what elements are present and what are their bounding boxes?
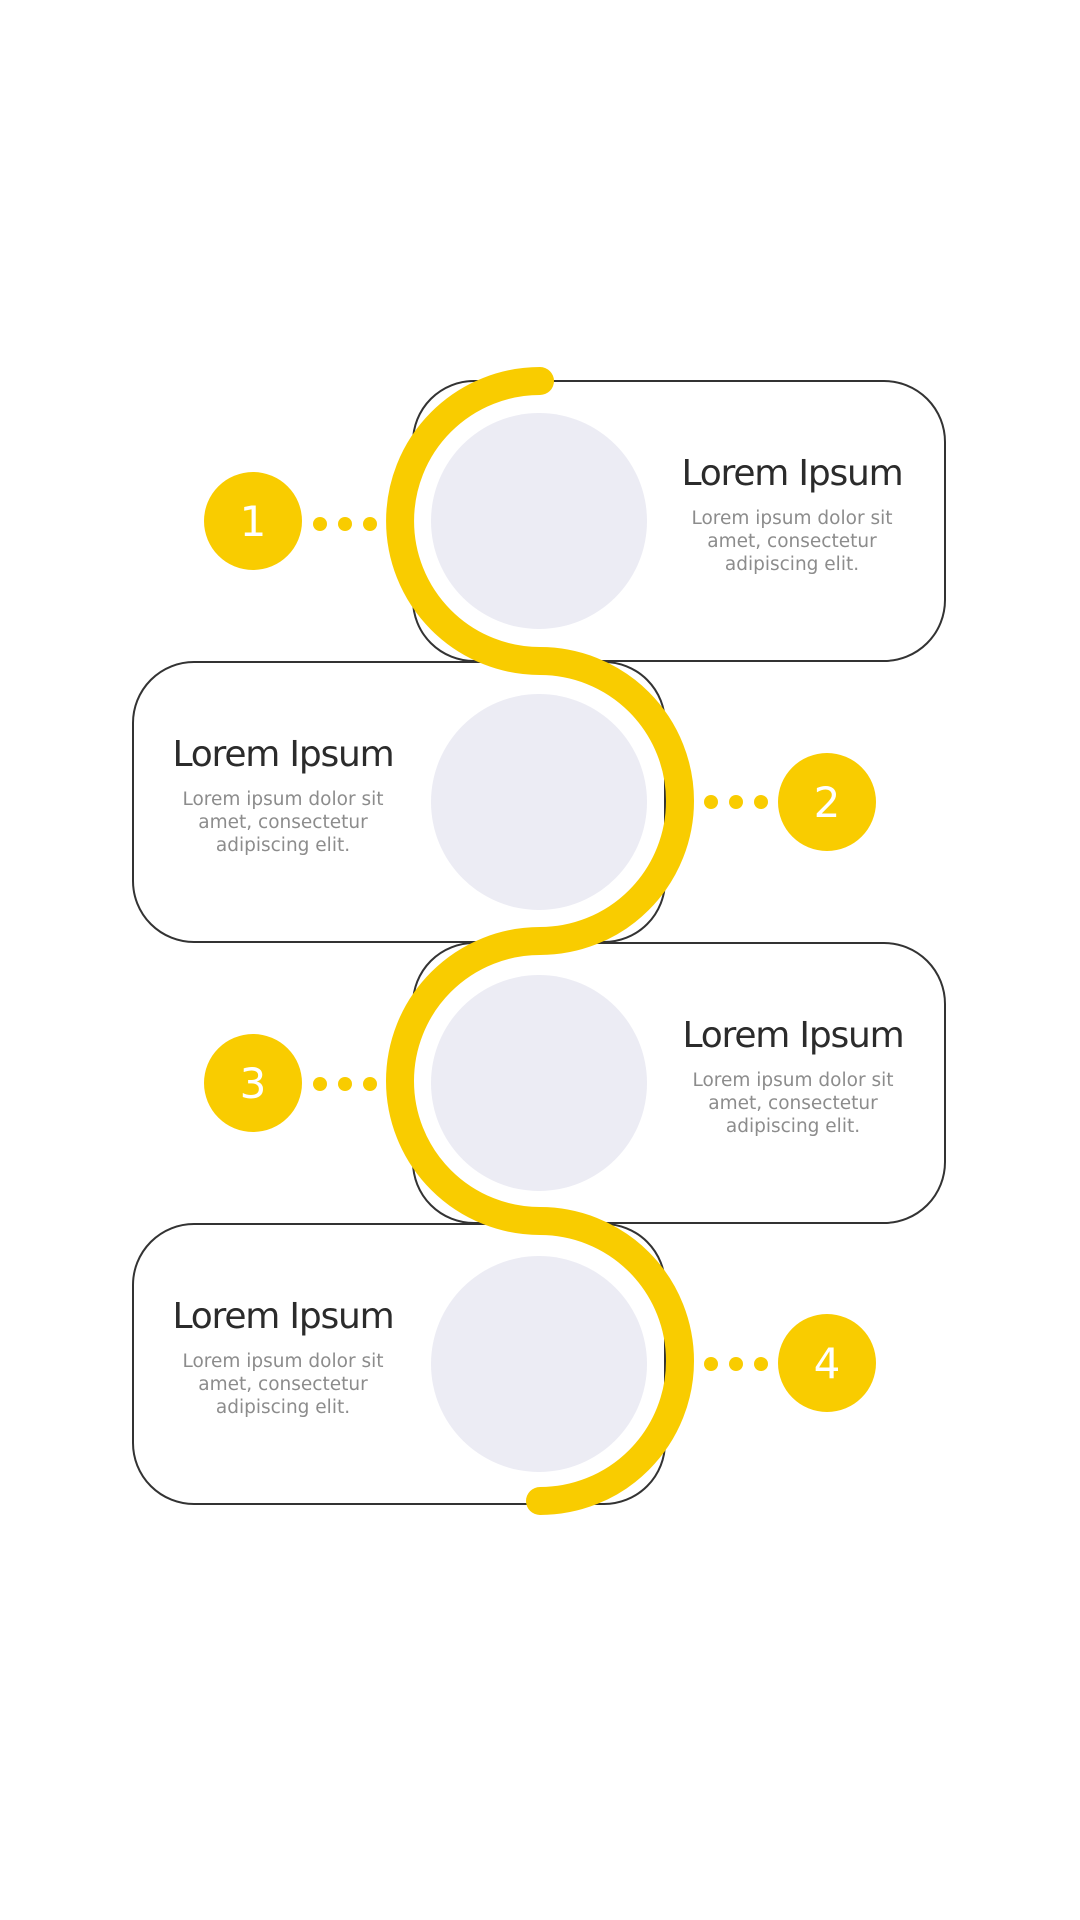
step-1-title: Lorem Ipsum xyxy=(681,453,903,494)
step-3-connector-dot xyxy=(338,1077,352,1091)
step-1-description: Lorem ipsum dolor sit amet, consectetur … xyxy=(691,508,893,576)
step-1-connector-dot xyxy=(313,517,327,531)
step-2-number-badge: 2 xyxy=(778,753,876,851)
step-1-text: Lorem Ipsum Lorem ipsum dolor sit amet, … xyxy=(667,452,917,576)
step-4-text: Lorem Ipsum Lorem ipsum dolor sit amet, … xyxy=(158,1295,408,1419)
step-2-image-placeholder xyxy=(431,694,647,910)
step-1-connector-dot xyxy=(363,517,377,531)
step-2-connector-dot xyxy=(704,795,718,809)
step-3-number-badge: 3 xyxy=(204,1034,302,1132)
step-4-title: Lorem Ipsum xyxy=(172,1296,394,1337)
step-1-number-badge: 1 xyxy=(204,472,302,570)
step-3-image-placeholder xyxy=(431,975,647,1191)
step-2-text: Lorem Ipsum Lorem ipsum dolor sit amet, … xyxy=(158,733,408,857)
step-3-description: Lorem ipsum dolor sit amet, consectetur … xyxy=(692,1070,894,1138)
step-2-title: Lorem Ipsum xyxy=(172,734,394,775)
step-3-title: Lorem Ipsum xyxy=(682,1015,904,1056)
step-3-connector-dot xyxy=(363,1077,377,1091)
step-1-image-placeholder xyxy=(431,413,647,629)
step-3-connector-dot xyxy=(313,1077,327,1091)
step-4-connector-dot xyxy=(729,1357,743,1371)
step-2-description: Lorem ipsum dolor sit amet, consectetur … xyxy=(182,789,384,857)
step-4-description: Lorem ipsum dolor sit amet, consectetur … xyxy=(182,1351,384,1419)
step-4-number-badge: 4 xyxy=(778,1314,876,1412)
step-2-connector-dot xyxy=(729,795,743,809)
step-4-connector-dot xyxy=(754,1357,768,1371)
step-3-text: Lorem Ipsum Lorem ipsum dolor sit amet, … xyxy=(668,1014,918,1138)
step-2-connector-dot xyxy=(754,795,768,809)
step-1-connector-dot xyxy=(338,517,352,531)
step-4-connector-dot xyxy=(704,1357,718,1371)
step-4-image-placeholder xyxy=(431,1256,647,1472)
